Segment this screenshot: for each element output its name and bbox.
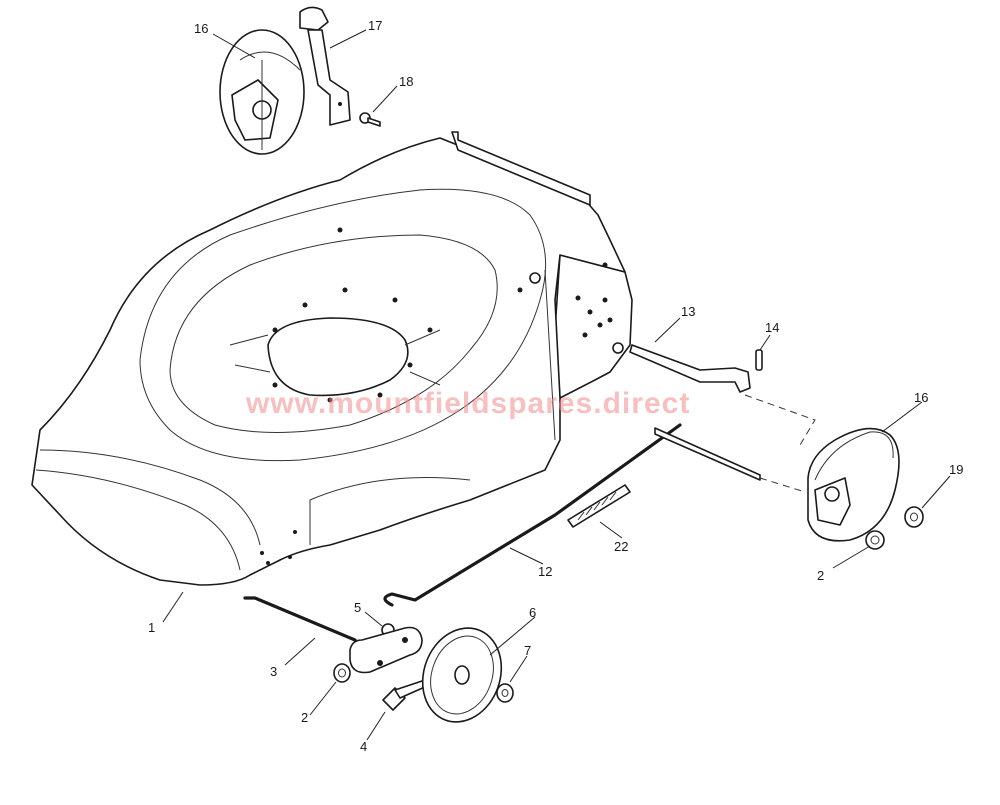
tension-spring	[567, 484, 631, 528]
callout-6: 6	[529, 605, 536, 620]
screw-part-18	[359, 112, 381, 127]
deck-front-band	[39, 449, 261, 546]
deck-front-skirt	[35, 469, 241, 571]
callout-12: 12	[538, 564, 552, 579]
callout-19: 19	[949, 462, 963, 477]
height-lever-part-17	[299, 6, 351, 126]
rear-wheel-top	[219, 29, 305, 155]
callout-14: 14	[765, 320, 779, 335]
front-axle-rod	[243, 596, 357, 642]
rear-wheel-right	[807, 427, 900, 542]
watermark-text: www.mountfieldspares.direct	[245, 387, 690, 420]
front-wheel-disc	[421, 627, 503, 723]
alignment-line-wheel	[759, 477, 806, 493]
linkage-rod	[383, 423, 682, 607]
height-adjust-plate	[349, 626, 423, 674]
callout-leaders	[162, 29, 951, 741]
washer-part-19	[904, 506, 924, 528]
callout-2-left: 2	[301, 710, 308, 725]
rear-axle-shaft	[654, 427, 761, 481]
mower-deck	[31, 131, 633, 586]
callout-16-right: 16	[914, 390, 928, 405]
deck-bolt-holes	[260, 227, 624, 565]
callout-1: 1	[148, 620, 155, 635]
deck-right-side-panel	[554, 254, 633, 399]
bolt-part-4	[382, 679, 428, 711]
deck-side-rib	[309, 269, 556, 545]
engine-mount-lip	[229, 329, 441, 386]
callout-2-right: 2	[817, 568, 824, 583]
callout-5: 5	[354, 600, 361, 615]
callout-17: 17	[368, 18, 382, 33]
deck-rear-rail	[451, 131, 591, 206]
callout-4: 4	[360, 739, 367, 754]
callout-13: 13	[681, 304, 695, 319]
retaining-pin	[755, 349, 763, 371]
nut-part-2-right	[865, 530, 885, 550]
callout-22: 22	[614, 539, 628, 554]
deck-inner-bowl	[169, 234, 498, 433]
alignment-line-rear	[744, 394, 816, 446]
callout-16-top: 16	[194, 21, 208, 36]
rear-height-bracket	[629, 344, 751, 393]
callout-7: 7	[524, 643, 531, 658]
washer-part-7	[496, 683, 514, 703]
callout-3: 3	[270, 664, 277, 679]
nut-part-2-left	[333, 663, 351, 683]
engine-mount-opening	[267, 317, 409, 397]
deck-top-recess	[139, 188, 547, 462]
callout-18: 18	[399, 74, 413, 89]
